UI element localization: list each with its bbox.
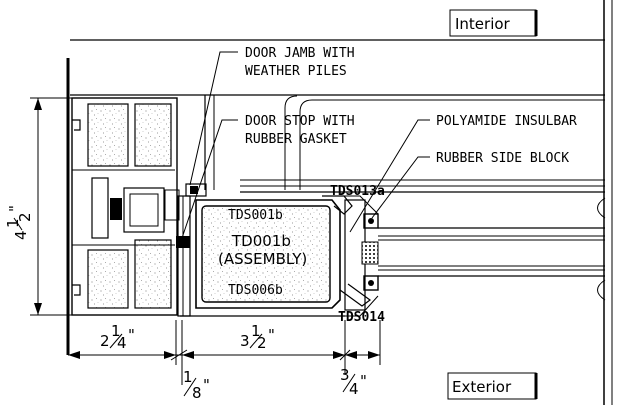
part-label-assembly: (ASSEMBLY) [218, 250, 307, 268]
callout-door-stop-2: RUBBER GASKET [245, 132, 347, 147]
head-profile [70, 39, 605, 193]
door-sash [180, 195, 353, 317]
dim-height-num: 1 [4, 218, 22, 228]
dim-height-whole: 4 [12, 230, 30, 240]
interior-label: Interior [449, 9, 538, 37]
dim-d2-whole: 3 [240, 332, 250, 350]
dim-d1-inch: " [128, 326, 135, 344]
dim-height-den: 2 [16, 212, 34, 222]
dim-d1-whole: 2 [100, 332, 110, 350]
dim-d3-den: 8 [192, 384, 202, 402]
dim-d2: 3 1 2 " [240, 322, 275, 352]
dim-d1-den: 4 [117, 334, 127, 352]
dim-height-inch: " [6, 205, 24, 212]
interior-text: Interior [455, 15, 511, 33]
callout-polyamide: POLYAMIDE INSULBAR [436, 114, 577, 129]
door-jamb-stop [176, 183, 207, 317]
callout-door-jamb-2: WEATHER PILES [245, 64, 347, 79]
part-label-tds001b: TDS001b [228, 208, 283, 223]
dim-d4: 3 4 " [340, 366, 367, 398]
dimension-height: 4 1 2 " [4, 98, 42, 315]
dim-d3-inch: " [203, 376, 210, 394]
dim-d3-num: 1 [183, 368, 193, 386]
dim-d2-num: 1 [251, 322, 261, 340]
part-label-tds006b: TDS006b [228, 283, 283, 298]
wall-plate [30, 58, 72, 355]
glazing-unit [338, 195, 606, 317]
dimension-width [68, 320, 381, 385]
dim-d4-num: 3 [340, 366, 350, 384]
dim-d3: 1 8 " [183, 368, 210, 402]
frame-profile [71, 97, 180, 316]
part-label-td001b: TD001b [231, 232, 291, 250]
callout-rubber-block: RUBBER SIDE BLOCK [436, 151, 569, 166]
exterior-label: Exterior [447, 372, 538, 400]
exterior-text: Exterior [452, 378, 512, 396]
dim-d2-inch: " [268, 326, 275, 344]
dim-d1-num: 1 [111, 322, 121, 340]
dim-d4-den: 4 [349, 380, 359, 398]
dim-d2-den: 2 [257, 334, 267, 352]
dim-d1: 2 1 4 " [100, 322, 135, 352]
callout-leaders [181, 51, 430, 239]
callout-door-stop-1: DOOR STOP WITH [245, 114, 355, 129]
dim-d4-inch: " [360, 372, 367, 390]
part-label-tds014: TDS014 [338, 310, 385, 325]
part-label-tds013a: TDS013a [330, 184, 385, 199]
callout-door-jamb-1: DOOR JAMB WITH [245, 46, 355, 61]
wall-lines [603, 0, 613, 405]
